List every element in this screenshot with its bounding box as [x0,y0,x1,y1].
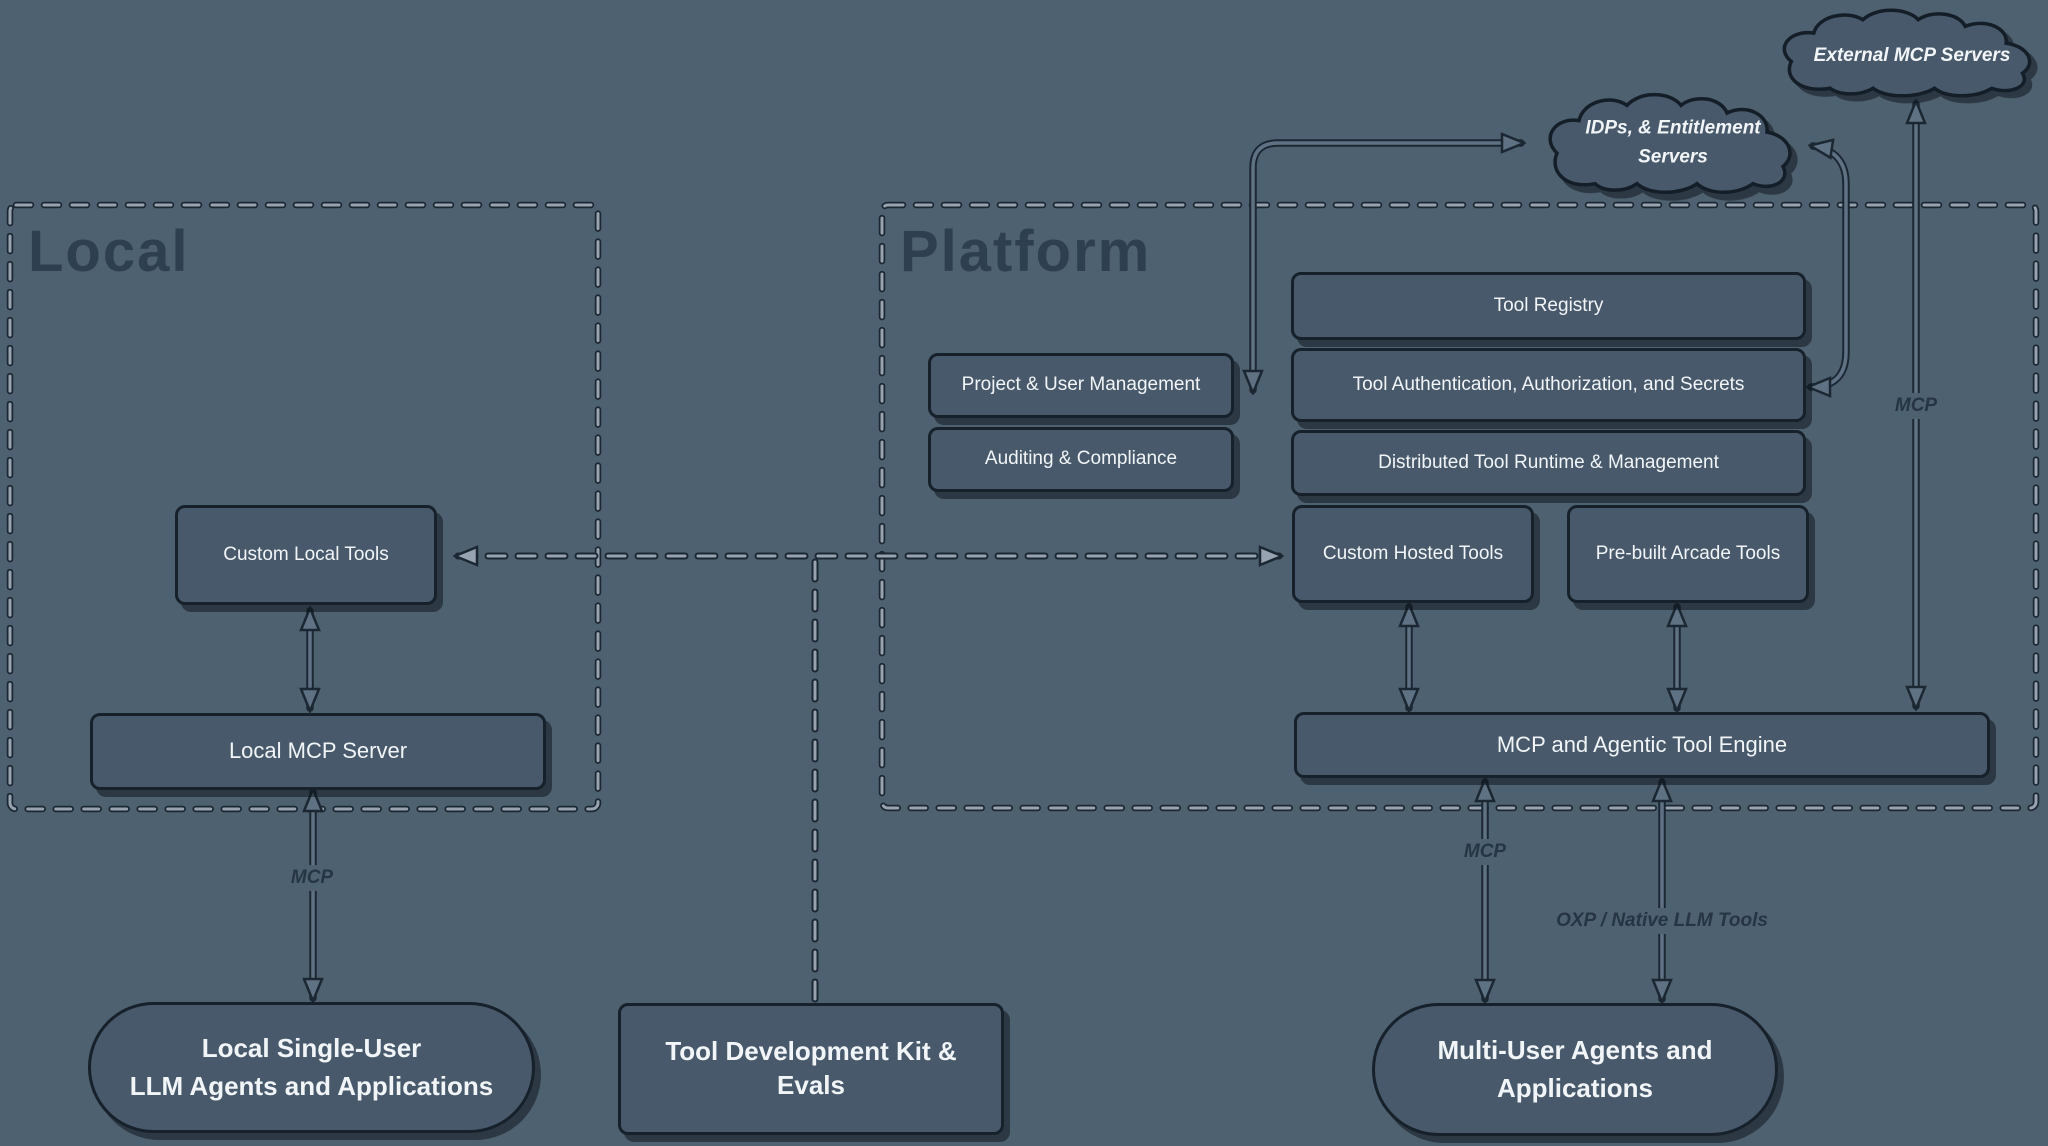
arrow-platform-idps-left [1253,143,1521,390]
local-agents-line2: LLM Agents and Applications [129,1070,494,1101]
auditing-compliance-node: Auditing & Compliance [928,427,1234,492]
idps-label: IDPs, & Entitlement Servers [1585,115,1760,172]
idps-cloud [1550,95,1790,193]
arrow-tool-auth-idps-right [1811,146,1850,387]
idps-label-line2: Servers [1638,146,1708,167]
multi-user-agents-stadium: Multi-User Agents and Applications [1372,1003,1778,1136]
custom-local-tools-node: Custom Local Tools [175,505,437,605]
tool-development-kit-node: Tool Development Kit & Evals [618,1003,1004,1135]
external-mcp-servers-label: External MCP Servers [1813,44,2011,66]
local-agents-line1: Local Single-User [201,1032,422,1063]
local-group-border [6,201,602,813]
mcp-label-local: MCP [283,865,341,891]
mcp-label-external: MCP [1887,393,1945,419]
multi-user-agents-line1: Multi-User Agents and [1437,1034,1713,1065]
project-user-management-node: Project & User Management [928,353,1234,418]
distributed-runtime-node: Distributed Tool Runtime & Management [1291,430,1806,496]
multi-user-agents-line2: Applications [1496,1072,1653,1103]
platform-group-title: Platform [900,219,1152,284]
prebuilt-arcade-tools-node: Pre-built Arcade Tools [1567,505,1809,603]
mcp-agentic-tool-engine-node: MCP and Agentic Tool Engine [1294,712,1990,778]
custom-hosted-tools-node: Custom Hosted Tools [1292,505,1534,603]
tool-auth-node: Tool Authentication, Authorization, and … [1291,348,1806,422]
local-mcp-server-node: Local MCP Server [90,713,546,790]
mcp-label-engine: MCP [1456,839,1514,865]
external-mcp-servers-cloud [1784,10,2029,95]
tool-registry-node: Tool Registry [1291,272,1806,340]
local-agents-stadium: Local Single-User LLM Agents and Applica… [88,1002,535,1133]
local-group-title: Local [28,219,190,284]
oxp-label: OXP / Native LLM Tools [1549,908,1775,934]
idps-label-line1: IDPs, & Entitlement [1585,117,1761,139]
